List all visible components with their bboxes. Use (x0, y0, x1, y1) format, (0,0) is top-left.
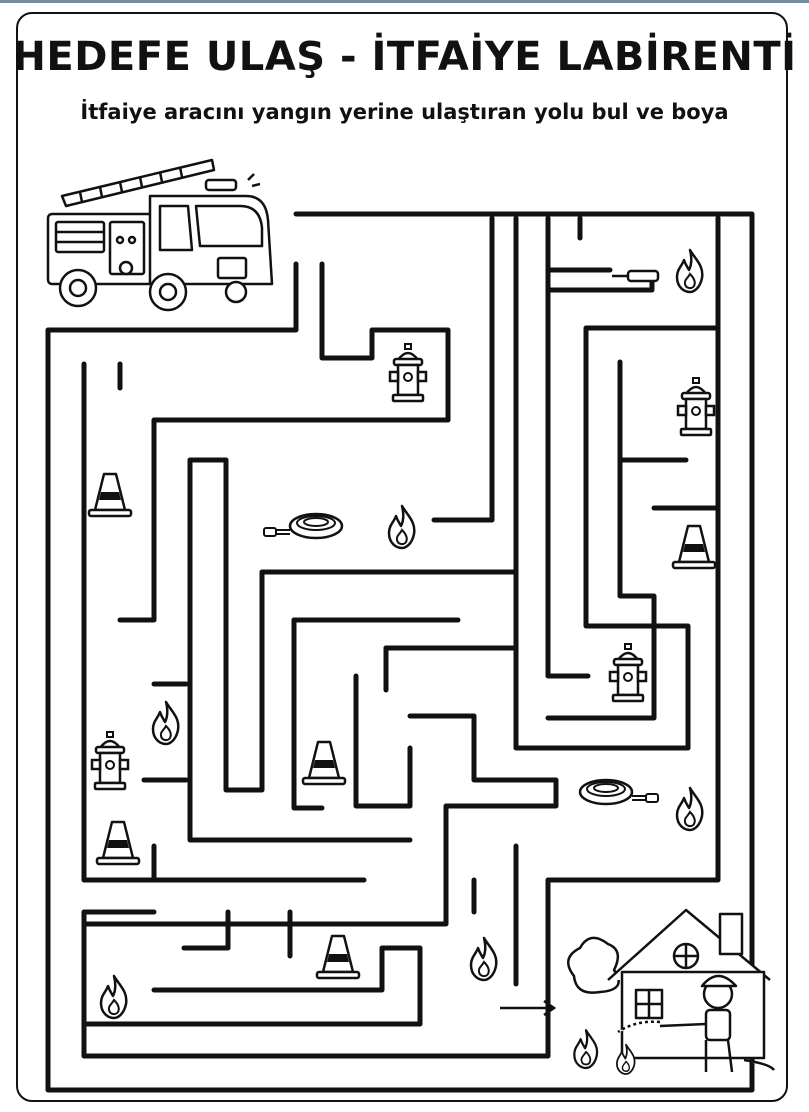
traffic-cone-icon (95, 820, 141, 866)
burning-house-with-firefighter-icon (567, 908, 776, 1075)
fire-hydrant-icon (388, 342, 428, 403)
fire-hydrant-icon (676, 376, 716, 437)
page-frame (16, 12, 788, 1102)
fire-hose-icon (580, 780, 658, 804)
page-title: HEDEFE ULAŞ - İTFAİYE LABİRENTİ (12, 34, 797, 80)
flame-icon (675, 248, 704, 294)
traffic-cone-icon (671, 524, 717, 570)
top-edge-line (0, 0, 809, 3)
goal-arrow-icon (500, 999, 557, 1017)
flame-icon (99, 974, 128, 1020)
flame-icon (469, 936, 498, 982)
flame-icon (151, 700, 180, 746)
fire-hose-icon (264, 514, 342, 538)
page-subtitle: İtfaiye aracını yangın yerine ulaştıran … (80, 100, 729, 124)
traffic-cone-icon (87, 472, 133, 518)
maze-walls (45, 211, 755, 1093)
fire-hydrant-icon (608, 642, 648, 703)
traffic-cone-icon (315, 934, 361, 980)
fire-hydrant-icon (90, 730, 130, 791)
fire-truck-icon (46, 158, 274, 312)
flame-icon (675, 786, 704, 832)
traffic-cone-icon (301, 740, 347, 786)
hose-nozzle-icon (612, 269, 660, 283)
flame-icon (387, 504, 416, 550)
maze-decorations (87, 248, 717, 1020)
